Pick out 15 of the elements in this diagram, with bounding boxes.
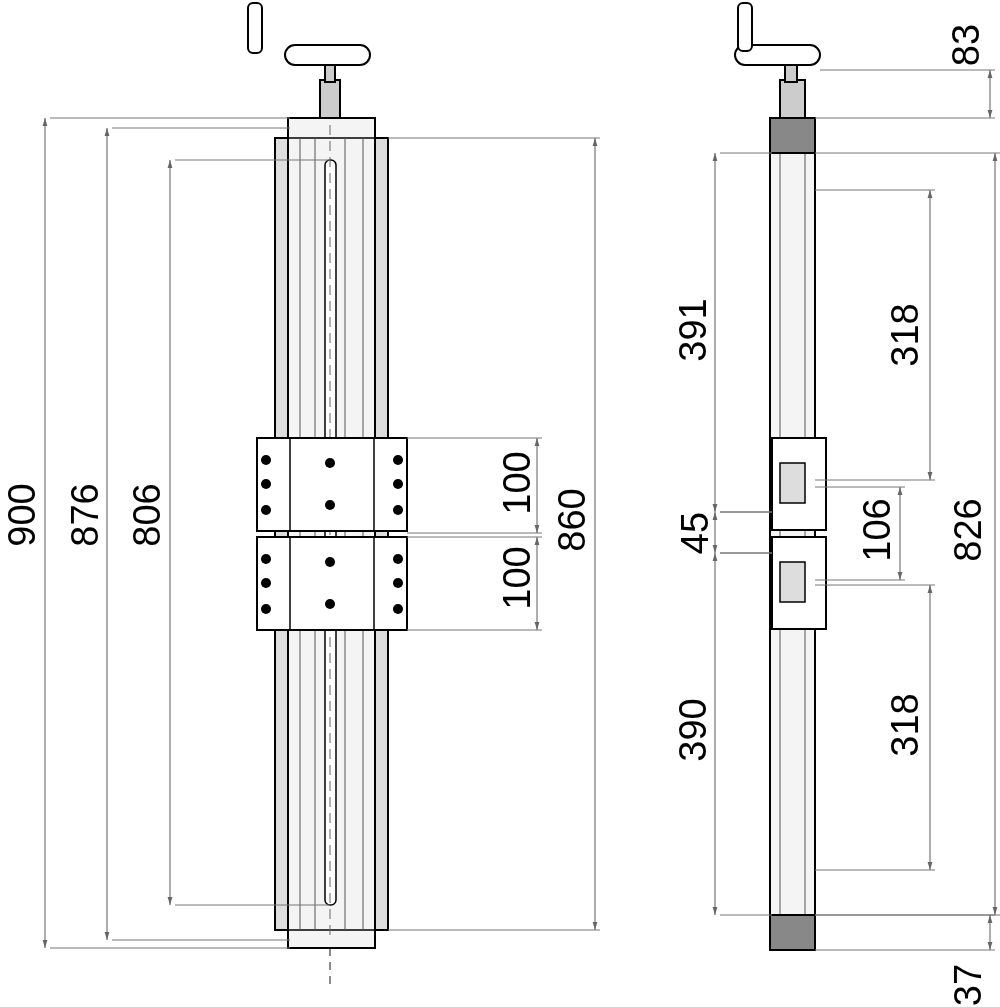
dimension-label: 391	[674, 298, 712, 362]
dimension-label: 900	[3, 483, 41, 547]
dimension-label: 860	[553, 488, 591, 552]
dimension-label: 876	[66, 483, 104, 547]
dimension-label: 100	[498, 546, 536, 610]
dimension-label: 100	[498, 451, 536, 515]
dimension-label: 106	[858, 498, 896, 562]
dimension-label: 318	[886, 303, 924, 367]
dimension-label: 45	[676, 511, 714, 555]
dimension-label: 390	[674, 698, 712, 762]
dimension-label: 83	[947, 23, 985, 67]
dimension-label: 37	[949, 963, 987, 1007]
dimension-label: 318	[886, 693, 924, 757]
dimension-label: 806	[128, 483, 166, 547]
dimension-label: 826	[949, 498, 987, 562]
